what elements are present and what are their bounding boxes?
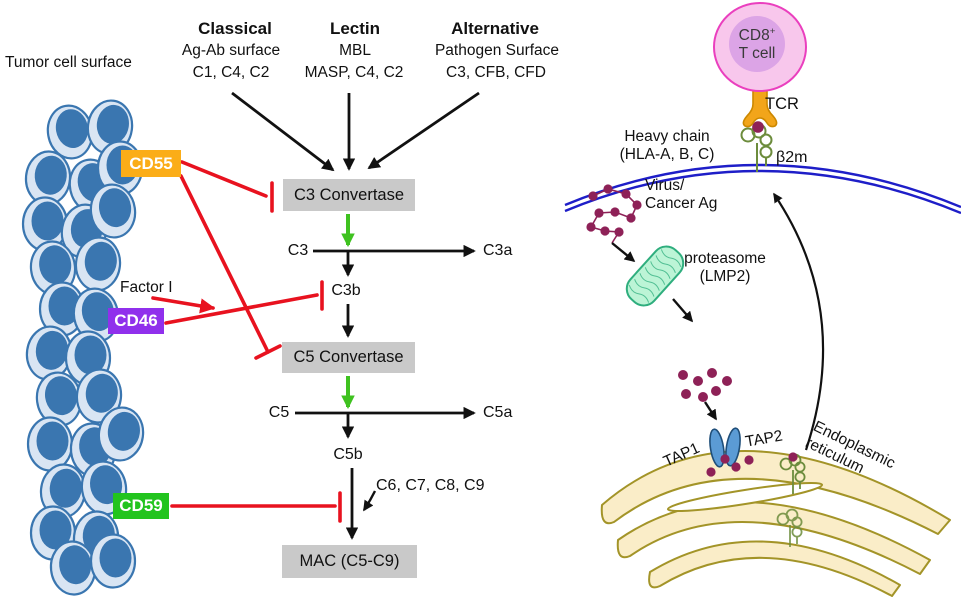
tcell-text: T cell [738, 44, 776, 62]
alternative-arrow [367, 91, 480, 170]
tumor-cell [29, 240, 77, 296]
heavy-chain-line1: Heavy chain [624, 128, 710, 145]
c5-convertase-box: C5 Convertase [282, 342, 415, 373]
cd55-c3convertase-line [180, 160, 268, 198]
c3-convertase-box: C3 Convertase [283, 179, 415, 211]
c5-label: C5 [268, 404, 290, 421]
membrane-outer-line [564, 163, 961, 209]
heavy-chain-line2: (HLA-A, B, C) [619, 145, 715, 163]
antigen-line2: Cancer Ag [645, 194, 718, 212]
factor-i-arrow [151, 296, 216, 314]
pathway-lectin-title: Lectin [329, 19, 381, 38]
pathway-alternative-source: Pathogen Surface [434, 42, 560, 59]
tumor-cell [89, 183, 137, 239]
cd59-tag: CD59 [113, 493, 169, 519]
endoplasmic-reticulum-shape [600, 450, 951, 597]
tap-peptides [706, 454, 754, 477]
tumor-cell [25, 325, 73, 381]
antigen-line1: Virus/ [645, 177, 685, 194]
c3-label: C3 [287, 242, 309, 259]
c5a-label: C5a [483, 404, 513, 421]
cell-membrane [564, 163, 961, 215]
tumor-cell [64, 330, 112, 386]
peptide-cluster [678, 368, 732, 402]
proteasome-line2: (LMP2) [699, 267, 751, 285]
virus-to-proteasome-arrow [611, 242, 636, 263]
presented-peptide [752, 121, 764, 133]
peptides-to-tap-arrow [703, 401, 718, 421]
processing-arrows [611, 242, 718, 421]
pathway-classical-source: Ag-Ab surface [181, 42, 281, 59]
factor-i-label: Factor I [120, 279, 173, 296]
heavy-chain-label: Heavy chain (HLA-A, B, C) [620, 128, 715, 164]
proteasome-label: proteasome (LMP2) [684, 250, 766, 286]
classical-arrow [231, 91, 335, 172]
tumor-cell [86, 99, 134, 155]
virus-particle [586, 184, 642, 244]
tap-transporter [709, 427, 741, 468]
pathway-lectin-source: MBL [339, 42, 371, 59]
tumor-cell [97, 406, 145, 462]
pathway-alternative-components: C3, CFB, CFD [446, 64, 546, 81]
pathway-lectin-components: MASP, C4, C2 [304, 64, 404, 81]
mac-box: MAC (C5-C9) [282, 545, 417, 578]
tcr-label: TCR [765, 95, 799, 113]
er-to-membrane-arrow [773, 192, 825, 451]
c3a-label: C3a [483, 242, 513, 259]
cd55-tag: CD55 [121, 150, 181, 177]
cd8-tcell-shape [713, 2, 807, 92]
pathway-arrows [231, 91, 480, 540]
cd8-plus: + [769, 26, 776, 37]
b2m-label: β2m [776, 149, 808, 166]
inhibition-lines [151, 160, 342, 523]
tumor-cell [39, 463, 87, 519]
tumor-surface-label: Tumor cell surface [5, 54, 132, 71]
c6-c9-join-arrow [363, 490, 377, 512]
mhc-in-er [776, 452, 806, 547]
pathway-classical-title: Classical [198, 19, 272, 38]
cd46-tag: CD46 [108, 308, 164, 334]
c5b-label: C5b [333, 446, 363, 463]
c6-c9-label: C6, C7, C8, C9 [376, 477, 485, 494]
c3b-label: C3b [331, 282, 361, 299]
cd8-text: CD8 [738, 27, 770, 45]
antigen-label: Virus/ Cancer Ag [645, 177, 717, 213]
tumor-cell [24, 150, 72, 206]
proteasome-to-peptides-arrow [672, 298, 694, 323]
pathway-classical-components: C1, C4, C2 [192, 64, 270, 81]
cd8-tcell-label: CD8+ T cell [739, 26, 776, 63]
pathway-alternative-title: Alternative [451, 19, 539, 38]
tcr-shape [742, 81, 778, 128]
cd46-c3b-line [164, 293, 319, 325]
cd55-c5convertase-line [179, 174, 270, 354]
tumor-cell [26, 416, 74, 472]
tumor-cell [89, 533, 137, 589]
tumor-cell [75, 368, 123, 424]
proteasome-shape [625, 245, 685, 307]
proteasome-line1: proteasome [684, 250, 766, 267]
cd55-c5convertase-tbar [254, 344, 282, 360]
